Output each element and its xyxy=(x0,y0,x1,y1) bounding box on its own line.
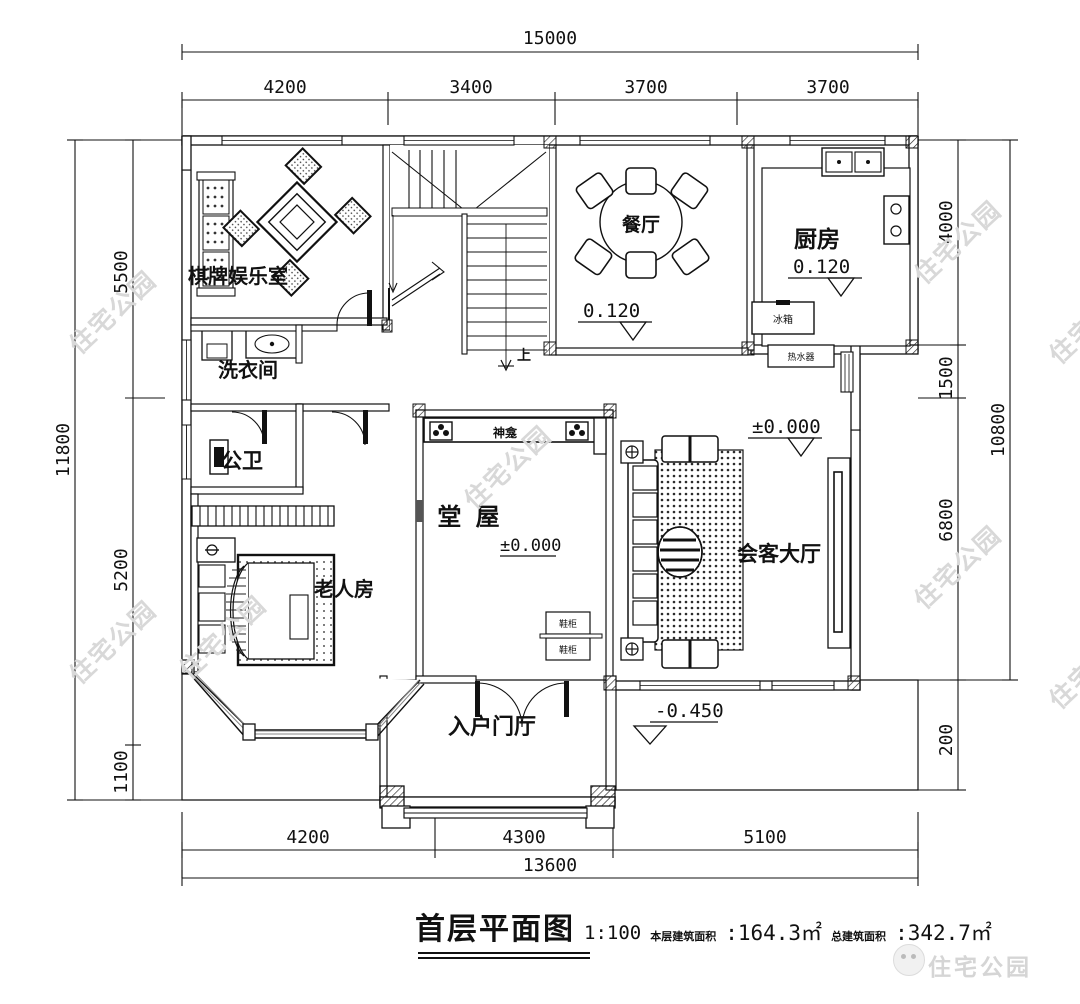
dim-bottom-seg-2: 4300 xyxy=(502,827,545,848)
shoe-cabinet-upper-label: 鞋柜 xyxy=(559,618,577,630)
kitchen-fixtures xyxy=(751,147,911,393)
floor-area-value: :164.3㎡ xyxy=(725,921,823,945)
dim-right-seg-4: 200 xyxy=(936,724,957,757)
dim-left-seg-3: 1100 xyxy=(111,750,132,793)
dim-right-seg-2: 1500 xyxy=(936,356,957,399)
room-label-elder-room: 老人房 xyxy=(314,577,374,601)
bay-window xyxy=(181,659,425,741)
brand-logo-icon xyxy=(893,944,925,976)
dim-left-seg-1: 5500 xyxy=(111,250,132,293)
room-label-main-hall: 堂 屋 xyxy=(437,503,502,531)
dim-left-seg-2: 5200 xyxy=(111,548,132,591)
elevation-kitchen: 0.120 xyxy=(793,256,850,278)
dim-top-seg-2: 3400 xyxy=(449,77,492,98)
elevation-porch: -0.450 xyxy=(655,700,724,722)
stair-up-label: 上 xyxy=(517,348,531,364)
dim-top-seg-3: 3700 xyxy=(624,77,667,98)
elder-room-furniture xyxy=(191,505,336,667)
room-label-kitchen: 厨房 xyxy=(794,226,840,253)
dimension-top xyxy=(181,44,919,135)
drawing-scale: 1:100 xyxy=(584,922,642,944)
shrine-label: 神龛 xyxy=(493,425,518,440)
elevation-reception: ±0.000 xyxy=(752,416,821,438)
room-label-dining: 餐厅 xyxy=(622,213,660,236)
elevation-markers xyxy=(500,277,862,745)
bathroom-fixtures xyxy=(181,410,368,480)
title-underline-secondary xyxy=(418,957,590,959)
room-label-entry-foyer: 入户门厅 xyxy=(448,714,536,740)
shoe-cabinet-lower-label: 鞋柜 xyxy=(559,644,577,656)
room-label-game-room: 棋牌娱乐室 xyxy=(188,264,288,288)
floor-area-label: 本层建筑面积 xyxy=(650,930,717,943)
dim-left-total: 11800 xyxy=(53,423,74,477)
dim-bottom-seg-1: 4200 xyxy=(286,827,329,848)
dim-bottom-total: 13600 xyxy=(523,855,577,876)
dim-right-seg-1: 4000 xyxy=(936,200,957,243)
laundry-fixtures xyxy=(190,324,338,364)
columns xyxy=(181,135,919,691)
reception-furniture xyxy=(620,435,851,669)
shrine-furniture xyxy=(416,417,607,728)
dim-bottom-seg-3: 5100 xyxy=(743,827,786,848)
elevation-values: 0.120 0.120 ±0.000 ±0.000 -0.450 xyxy=(500,256,850,722)
windows xyxy=(181,135,886,691)
title-block: 首层平面图 1:100 本层建筑面积 :164.3㎡ 总建筑面积 :342.7㎡ xyxy=(415,915,992,945)
dim-top-total: 15000 xyxy=(523,28,577,49)
dim-top-seg-4: 3700 xyxy=(806,77,849,98)
title-underline xyxy=(418,952,590,954)
room-labels: 棋牌娱乐室 洗衣间 公卫 老人房 堂 屋 入户门厅 餐厅 厨房 会客大厅 xyxy=(188,213,840,740)
total-area-value: :342.7㎡ xyxy=(895,921,992,945)
total-area-label: 总建筑面积 xyxy=(831,930,887,943)
elevation-dining: 0.120 xyxy=(583,300,640,322)
staircase xyxy=(388,145,549,372)
dim-right-seg-3: 6800 xyxy=(936,498,957,541)
room-label-laundry: 洗衣间 xyxy=(218,358,278,382)
annotation-labels: 神龛 冰箱 热水器 鞋柜 鞋柜 上 xyxy=(493,313,815,656)
dimension-bottom xyxy=(181,812,919,886)
elevation-hall: ±0.000 xyxy=(500,536,561,556)
fridge-label: 冰箱 xyxy=(773,313,793,326)
dimension-labels: 15000 4200 3400 3700 3700 4200 4300 5100… xyxy=(53,28,1009,876)
entry-porch xyxy=(379,785,616,829)
dining-furniture xyxy=(574,167,710,279)
dimension-left xyxy=(67,139,182,801)
drawing-title: 首层平面图 xyxy=(415,912,575,947)
brand-watermark-label: 住宅公园 xyxy=(928,955,1032,981)
room-label-reception: 会客大厅 xyxy=(737,542,821,566)
dim-top-seg-1: 4200 xyxy=(263,77,306,98)
room-label-public-bath: 公卫 xyxy=(221,449,263,473)
dim-right-total: 10800 xyxy=(988,403,1009,457)
water-heater-label: 热水器 xyxy=(787,351,814,363)
dimension-right xyxy=(918,139,1018,791)
